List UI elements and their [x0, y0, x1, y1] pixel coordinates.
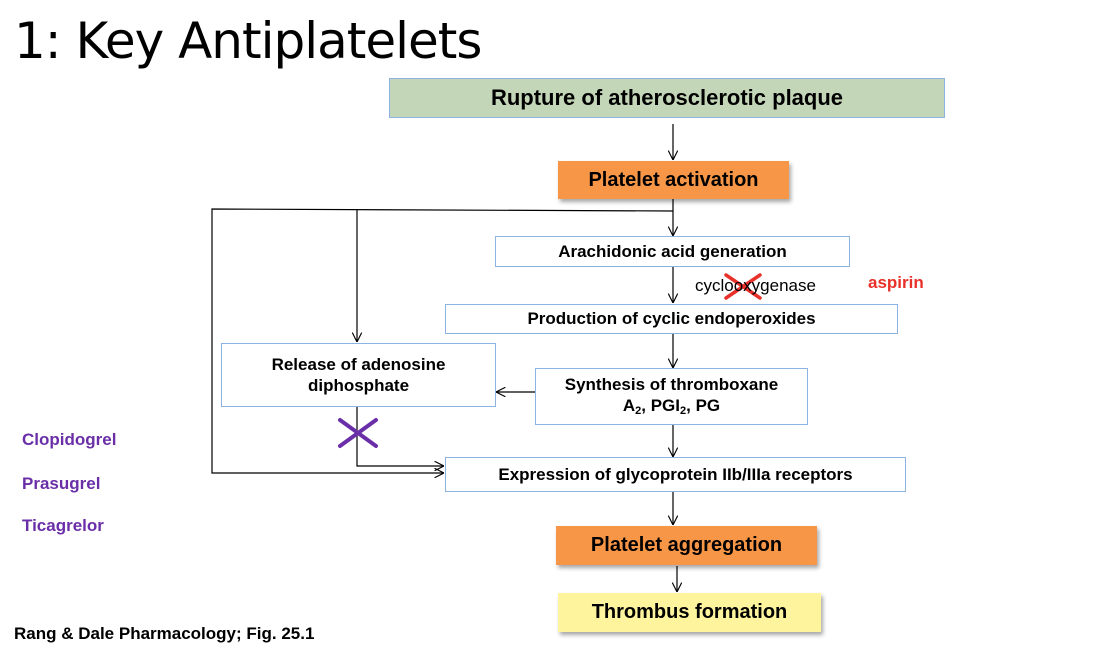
- node-adp-release: Release of adenosine diphosphate: [221, 343, 496, 407]
- adp-line-2: diphosphate: [307, 376, 410, 395]
- drug-prasugrel: Prasugrel: [22, 474, 101, 493]
- node-thromboxane-synthesis: Synthesis of thromboxane A2, PGI2, PG: [535, 368, 808, 425]
- node-cyclic-endoperoxides: Production of cyclic endoperoxides: [445, 304, 898, 334]
- enzyme-label: cyclooxygenase: [695, 276, 816, 295]
- drug-clopidogrel: Clopidogrel: [22, 430, 117, 449]
- drug-ticagrelor: Ticagrelor: [22, 516, 104, 535]
- arrow-adp-to-glycoprotein: [356, 407, 444, 466]
- node-platelet-aggregation: Platelet aggregation: [556, 526, 817, 565]
- node-plaque-rupture: Rupture of atherosclerotic plaque: [389, 78, 945, 118]
- node-arachidonic-acid: Arachidonic acid generation: [495, 236, 850, 267]
- reference-citation: Rang & Dale Pharmacology; Fig. 25.1: [14, 624, 315, 643]
- thromboxane-line-2: A2, PGI2, PG: [622, 396, 721, 418]
- adp-line-1: Release of adenosine: [271, 354, 446, 374]
- node-glycoprotein-expression: Expression of glycoprotein IIb/IIIa rece…: [445, 457, 906, 492]
- slide-title: 1: Key Antiplatelets: [14, 12, 482, 70]
- adp-inhibition-cross-icon: [338, 418, 378, 448]
- node-platelet-activation: Platelet activation: [558, 161, 789, 199]
- thromboxane-line-1: Synthesis of thromboxane: [564, 375, 779, 394]
- node-thrombus-formation: Thrombus formation: [558, 593, 821, 632]
- aspirin-label: aspirin: [868, 273, 924, 292]
